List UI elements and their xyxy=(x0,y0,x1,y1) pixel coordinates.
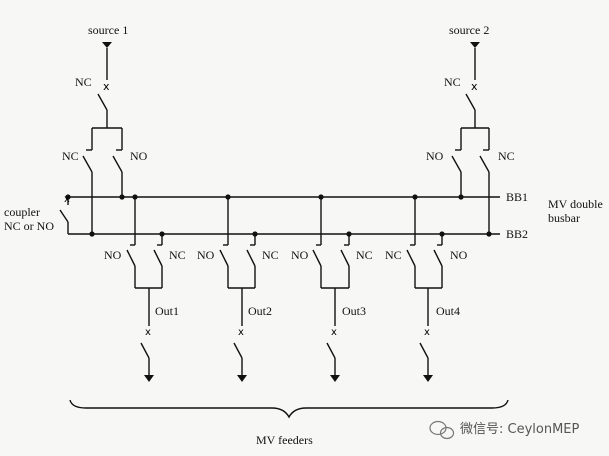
out2-label: Out2 xyxy=(248,304,272,318)
coupler-label-line2: NC or NO xyxy=(4,219,54,233)
source-2-breaker-x-icon: x xyxy=(471,80,478,93)
out1-label: Out1 xyxy=(155,304,179,318)
out4-breaker-x-icon: x xyxy=(424,327,430,338)
source-1-arrow-icon xyxy=(102,42,112,48)
out1-breaker-x-icon: x xyxy=(145,327,151,338)
source-1-breaker-x-icon: x xyxy=(103,80,110,93)
out2-breaker-x-icon: x xyxy=(238,327,244,338)
source-2-right-state: NC xyxy=(498,149,515,163)
out1-right-state: NC xyxy=(169,248,186,262)
feeders-brace: MV feeders xyxy=(69,399,509,447)
source-1-incomer-state: NC xyxy=(75,75,92,89)
source-1-label: source 1 xyxy=(88,23,128,37)
busbars: BB1 BB2 MV double busbar xyxy=(65,190,603,241)
coupler-breaker-x-icon: x xyxy=(64,194,70,205)
out3-label: Out3 xyxy=(342,304,366,318)
watermark-text: 微信号: CeylonMEP xyxy=(460,422,580,437)
out3-left-state: NO xyxy=(291,248,309,262)
feeder-out3: x NO NC Out3 xyxy=(291,197,373,382)
out3-right-state: NC xyxy=(356,248,373,262)
source-2-label: source 2 xyxy=(449,23,489,37)
busbar-title-line2: busbar xyxy=(548,211,580,225)
out2-arrow-icon xyxy=(237,375,247,382)
out4-label: Out4 xyxy=(436,304,460,318)
feeder-out4: x NC NO Out4 xyxy=(385,197,468,382)
out2-left-state: NO xyxy=(197,248,215,262)
coupler-label-line1: coupler xyxy=(4,205,40,219)
busbar-title-line1: MV double xyxy=(548,197,603,211)
source-1-right-state: NO xyxy=(130,149,148,163)
source-2-left-state: NO xyxy=(426,149,444,163)
source-2-arrow-icon xyxy=(470,42,480,48)
mv-feeders-label: MV feeders xyxy=(256,433,313,447)
out2-right-state: NC xyxy=(262,248,279,262)
bb1-label: BB1 xyxy=(506,190,528,204)
out3-breaker-x-icon: x xyxy=(331,327,337,338)
wechat-icon xyxy=(429,420,455,440)
source-1-incomer: source 1 x NC NC NO xyxy=(62,23,148,234)
source-2-incomer: source 2 x NC NO NC xyxy=(426,23,515,234)
out4-right-state: NO xyxy=(450,248,468,262)
out3-arrow-icon xyxy=(330,375,340,382)
bus-coupler: x coupler NC or NO xyxy=(4,194,70,234)
source-2-incomer-state: NC xyxy=(444,75,461,89)
out1-left-state: NO xyxy=(104,248,122,262)
out4-arrow-icon xyxy=(423,375,433,382)
out1-arrow-icon xyxy=(144,375,154,382)
feeder-out2: x NO NC Out2 xyxy=(197,197,279,382)
source-1-left-state: NC xyxy=(62,149,79,163)
feeder-out1: x NO NC Out1 xyxy=(104,197,186,382)
out4-left-state: NC xyxy=(385,248,402,262)
bb2-label: BB2 xyxy=(506,227,528,241)
watermark: 微信号: CeylonMEP xyxy=(429,420,580,440)
